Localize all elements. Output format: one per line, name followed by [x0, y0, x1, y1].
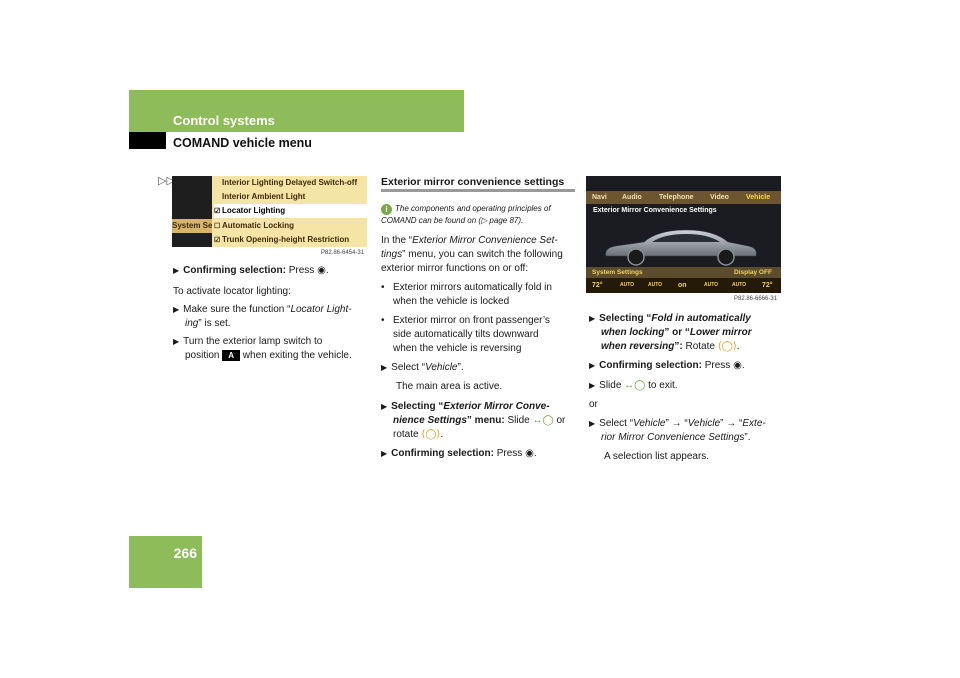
nav-item-telephone: Telephone	[659, 194, 694, 201]
header-bar	[129, 90, 464, 132]
main-area-note: The main area is active.	[396, 381, 503, 392]
header-marker	[129, 132, 166, 149]
page-number: 266	[173, 545, 197, 561]
step-lamp-switch: ▶Turn the exterior lamp switch to positi…	[173, 336, 352, 361]
nav-item-video: Video	[710, 194, 729, 201]
figure-code: P82.86-6666-31	[734, 296, 778, 302]
continuation-arrows: ▷▷	[158, 175, 175, 187]
confirm-step: ▶Confirming selection: Press ◉.	[173, 265, 329, 276]
menu-row: ☐Automatic Locking	[214, 221, 295, 230]
screen-nav-bar: Navi Audio Telephone Video Vehicle	[586, 191, 781, 204]
screen-bottom-bar: System Settings Display OFF	[586, 267, 781, 278]
slide-knob-icon: ↔◯	[624, 380, 646, 391]
step-slide-exit: ▶Slide ↔◯ to exit.	[589, 380, 678, 391]
auto-lamp-icon: A	[222, 350, 241, 361]
menu-row-selected: ☑Locator Lighting	[214, 204, 367, 218]
nav-item-vehicle: Vehicle	[746, 194, 771, 201]
comand-display-screenshot: Navi Audio Telephone Video Vehicle Exter…	[586, 176, 781, 293]
screen-title: Exterior Mirror Convenience Settings	[593, 207, 717, 214]
confirm-step-2: ▶Confirming selection: Press ◉.	[381, 448, 537, 459]
step-arrow-icon: ▶	[173, 305, 180, 314]
system-settings-label: System Settings	[592, 269, 643, 276]
screen-left-panel	[172, 176, 212, 247]
press-knob-icon: ◉	[525, 448, 534, 459]
figure-code: P82.86-6454-31	[321, 250, 365, 256]
step-arrow-icon: ▶	[173, 266, 180, 275]
right-temp: 72°	[762, 282, 773, 289]
step-ensure-function: ▶Make sure the function “Locator Light- …	[173, 304, 352, 329]
or-text: or	[589, 399, 598, 410]
heading-rule	[381, 189, 575, 192]
step-arrow-icon: ▶	[381, 363, 388, 372]
confirm-step-3: ▶Confirming selection: Press ◉.	[589, 360, 745, 371]
auto-label: AUTO	[704, 282, 719, 288]
locator-lighting-screen: System Set Interior Lighting Delayed Swi…	[172, 176, 367, 247]
intro-text: To activate locator lighting:	[173, 286, 291, 297]
step-arrow-icon: ▶	[381, 402, 388, 411]
auto-label: AUTO	[620, 282, 635, 288]
step-select-fold: ▶Selecting “Fold in automatically when l…	[589, 313, 752, 352]
intro-paragraph: In the “Exterior Mirror Convenience Set-…	[381, 235, 563, 274]
rotate-knob-icon: ⟨◯⟩	[717, 341, 737, 352]
left-temp: 72°	[592, 282, 603, 289]
press-knob-icon: ◉	[317, 265, 326, 276]
step-arrow-icon: ▶	[173, 337, 180, 346]
menu-row: ☑Trunk Opening-height Restriction	[214, 235, 350, 244]
display-off-label: Display OFF	[734, 269, 772, 276]
step-select-vehicle: ▶Select “Vehicle”.	[381, 362, 464, 373]
step-arrow-icon: ▶	[589, 314, 596, 323]
bullet-fold-in: •Exterior mirrors automatically fold in …	[381, 282, 552, 307]
section-subtitle: COMAND vehicle menu	[173, 136, 312, 150]
climate-on: on	[678, 282, 687, 289]
info-note: The components and operating principles …	[395, 204, 551, 213]
step-select-menu: ▶Selecting “Exterior Mirror Conve- nienc…	[381, 401, 566, 440]
menu-row: Interior Lighting Delayed Switch-off	[222, 178, 358, 187]
step-arrow-icon: ▶	[589, 381, 596, 390]
screen-left-label: System Set	[172, 219, 212, 233]
step-arrow-icon: ▶	[381, 449, 388, 458]
chapter-title: Control systems	[173, 113, 275, 128]
step-select-path: ▶Select “Vehicle” → “Vehicle” → “Exte- r…	[589, 418, 766, 443]
car-image	[605, 229, 757, 266]
section-heading: Exterior mirror convenience settings	[381, 176, 565, 188]
rotate-knob-icon: ⟨◯⟩	[421, 429, 441, 440]
auto-label: AUTO	[732, 282, 747, 288]
bullet-tilt-down: •Exterior mirror on front passenger’s si…	[381, 315, 550, 354]
slide-knob-icon: ↔◯	[532, 415, 554, 426]
page-number-box	[129, 536, 202, 588]
nav-item-navi: Navi	[592, 194, 607, 201]
auto-label: AUTO	[648, 282, 663, 288]
selection-list-note: A selection list appears.	[604, 451, 710, 462]
press-knob-icon: ◉	[733, 360, 742, 371]
step-arrow-icon: ▶	[589, 419, 596, 428]
info-note-cont: COMAND can be found on (▷ page 87).	[381, 216, 524, 225]
menu-row: Interior Ambient Light	[222, 192, 306, 201]
step-arrow-icon: ▶	[589, 361, 596, 370]
nav-item-audio: Audio	[622, 194, 642, 201]
info-icon: i	[381, 204, 392, 215]
climate-bar: 72° AUTO AUTO on AUTO AUTO 72°	[586, 278, 781, 293]
